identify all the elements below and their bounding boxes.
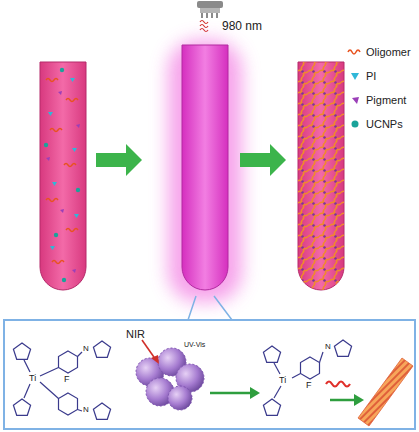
reaction-arrow (330, 394, 364, 406)
titanium-radical (263, 340, 351, 415)
atom-label: Ti (29, 374, 36, 383)
atom-label: N (325, 343, 331, 351)
atom-label: F (306, 381, 312, 390)
test-tube-irradiated (168, 40, 242, 302)
legend-swatch (347, 118, 363, 130)
legend-swatch (347, 46, 363, 58)
legend-text: UCNPs (366, 118, 403, 130)
legend-entry: PI (347, 68, 376, 84)
callout-line (188, 296, 232, 320)
reaction-arrow (210, 387, 260, 399)
test-tube-cured (298, 62, 344, 290)
ucnp-cluster (136, 348, 204, 410)
nir-label: NIR (126, 329, 145, 340)
legend-entry: UCNPs (347, 116, 403, 132)
legend-swatch (347, 94, 363, 106)
legend-swatch (347, 70, 363, 82)
nir-lamp (197, 1, 223, 32)
process-arrow (240, 144, 286, 176)
atom-label: N (83, 345, 89, 353)
detail-frame (4, 320, 415, 429)
emission-label: UV-Vis (184, 341, 205, 348)
legend-entry: Pigment (347, 92, 406, 108)
test-tube-mixture (40, 62, 86, 290)
atom-label: Ti (279, 376, 286, 385)
wavelength-label: 980 nm (222, 20, 262, 32)
atom-label: F (64, 375, 70, 384)
legend-text: Oligomer (366, 46, 411, 58)
process-arrow (96, 144, 142, 176)
legend-text: PI (366, 70, 376, 82)
legend-text: Pigment (366, 94, 406, 106)
oligomer-squiggle (326, 382, 350, 387)
polymer-chain (358, 358, 413, 426)
nir-arrow (142, 340, 159, 364)
legend-entry: Oligomer (347, 44, 411, 60)
titanocene-initiator (13, 341, 110, 419)
atom-label: N (83, 406, 89, 414)
